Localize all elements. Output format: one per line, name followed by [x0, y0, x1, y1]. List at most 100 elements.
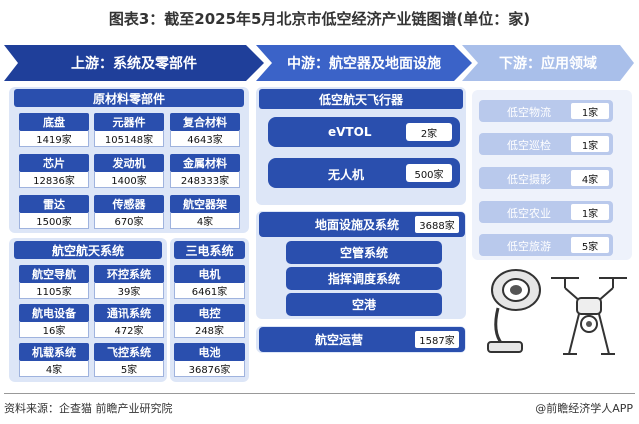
avionics-count: 472家 [94, 322, 164, 338]
aircraft-name: eVTOL [328, 125, 372, 139]
ground-item: 空港 [286, 293, 442, 316]
power-name: 电控 [174, 304, 245, 322]
midstream-banner: 中游：航空器及地面设施 [256, 45, 472, 81]
material-name: 复合材料 [170, 113, 240, 131]
ground-item: 空管系统 [286, 241, 442, 264]
downstream-item: 低空巡检 1家 [479, 133, 613, 155]
aircraft-title: 低空航天飞行器 [259, 89, 463, 109]
material-count: 1400家 [94, 172, 164, 188]
avionics-name: 通讯系统 [94, 304, 164, 322]
ground-title-label: 地面设施及系统 [315, 218, 400, 232]
aircraft-item-evtol: eVTOL 2家 [268, 117, 460, 147]
operation-title-label: 航空运营 [315, 333, 364, 347]
ground-item: 指挥调度系统 [286, 267, 442, 290]
downstream-banner: 下游：应用领域 [462, 45, 634, 81]
downstream-count: 5家 [571, 237, 609, 253]
power-name: 电机 [174, 265, 245, 283]
material-count: 248333家 [170, 172, 240, 188]
downstream-count: 1家 [571, 204, 609, 220]
material-name: 传感器 [94, 195, 164, 213]
material-name: 金属材料 [170, 154, 240, 172]
downstream-item: 低空摄影 4家 [479, 167, 613, 189]
avionics-name: 飞控系统 [94, 343, 164, 361]
downstream-name: 低空摄影 [507, 173, 551, 186]
material-name: 底盘 [19, 113, 89, 131]
aircraft-count: 500家 [406, 164, 452, 182]
drone-illustration [551, 277, 627, 355]
avionics-count: 39家 [94, 283, 164, 299]
avionics-count: 4家 [19, 361, 89, 377]
power-count: 248家 [174, 322, 245, 338]
downstream-item: 低空旅游 5家 [479, 234, 613, 256]
material-name: 发动机 [94, 154, 164, 172]
source-note: 资料来源：企查猫 前瞻产业研究院 [4, 402, 173, 415]
material-count: 105148家 [94, 131, 164, 147]
upstream-banner: 上游：系统及零部件 [4, 45, 264, 81]
midstream-banner-label: 中游：航空器及地面设施 [287, 56, 441, 72]
downstream-count: 1家 [571, 136, 609, 152]
ground-count: 3688家 [415, 216, 459, 233]
material-count: 4家 [170, 213, 240, 229]
avionics-name: 航电设备 [19, 304, 89, 322]
avionics-name: 机载系统 [19, 343, 89, 361]
operation-title: 航空运营 1587家 [259, 327, 465, 352]
downstream-count: 4家 [571, 170, 609, 186]
aircraft-name: 无人机 [328, 168, 365, 182]
power-title: 三电系统 [174, 241, 245, 259]
downstream-name: 低空物流 [507, 106, 551, 119]
camera-illustration [487, 269, 541, 353]
downstream-name: 低空巡检 [507, 139, 551, 152]
avionics-count: 5家 [94, 361, 164, 377]
material-name: 航空器架 [170, 195, 240, 213]
material-count: 1419家 [19, 131, 89, 147]
avionics-name: 环控系统 [94, 265, 164, 283]
downstream-banner-label: 下游：应用领域 [499, 56, 597, 72]
aircraft-item-drone: 无人机 500家 [268, 158, 460, 188]
avionics-title: 航空航天系统 [14, 241, 162, 259]
operation-count: 1587家 [415, 331, 459, 348]
aircraft-count: 2家 [406, 123, 452, 141]
downstream-item: 低空农业 1家 [479, 201, 613, 223]
downstream-count: 1家 [571, 103, 609, 119]
ground-title: 地面设施及系统 3688家 [259, 212, 465, 237]
material-name: 芯片 [19, 154, 89, 172]
footer-divider [4, 393, 635, 394]
material-count: 12836家 [19, 172, 89, 188]
material-count: 1500家 [19, 213, 89, 229]
downstream-name: 低空农业 [507, 207, 551, 220]
power-count: 6461家 [174, 283, 245, 299]
brand-note: @前瞻经济学人APP [535, 402, 633, 415]
material-count: 4643家 [170, 131, 240, 147]
material-name: 元器件 [94, 113, 164, 131]
downstream-item: 低空物流 1家 [479, 100, 613, 122]
page-title: 图表3：截至2025年5月北京市低空经济产业链图谱(单位：家) [108, 10, 531, 28]
material-name: 雷达 [19, 195, 89, 213]
avionics-count: 1105家 [19, 283, 89, 299]
avionics-count: 16家 [19, 322, 89, 338]
avionics-name: 航空导航 [19, 265, 89, 283]
power-name: 电池 [174, 343, 245, 361]
materials-title: 原材料零部件 [14, 89, 244, 107]
downstream-name: 低空旅游 [507, 240, 551, 253]
upstream-banner-label: 上游：系统及零部件 [71, 56, 197, 72]
power-count: 36876家 [174, 361, 245, 377]
material-count: 670家 [94, 213, 164, 229]
